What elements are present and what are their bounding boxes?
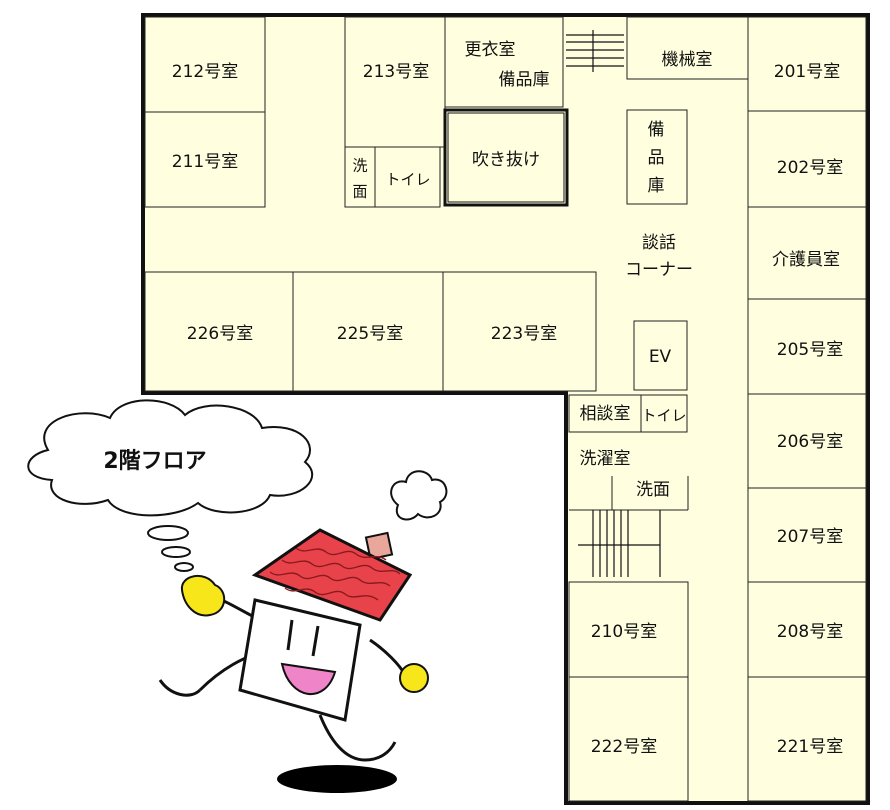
room-221: 221号室: [747, 676, 867, 802]
room-202: 202号室: [747, 110, 867, 208]
room-222: 222号室: [568, 676, 689, 802]
room-208-label: 208号室: [777, 622, 843, 642]
locker-label-1: 更衣室: [465, 40, 516, 60]
atrium: 吹き抜け: [443, 108, 569, 207]
north-stairs: [566, 30, 624, 72]
south-stairs: [578, 510, 661, 577]
caregiver-room-label: 介護員室: [772, 250, 840, 270]
locker-room: 更衣室 備品庫: [444, 16, 564, 108]
room-211-label: 211号室: [172, 152, 238, 172]
washbasin-b: 洗面: [636, 480, 670, 500]
consultation-room: 相談室: [568, 394, 642, 433]
washbasin-a-label-1: 洗: [352, 157, 367, 175]
room-207-label: 207号室: [777, 527, 843, 547]
room-226-label: 226号室: [187, 324, 253, 344]
room-206-label: 206号室: [777, 432, 843, 452]
floor-title: 2階フロア: [103, 449, 206, 474]
left-glove: [180, 575, 226, 617]
locker-label-2: 備品庫: [499, 70, 550, 90]
thought-bubble: 2階フロア: [27, 399, 313, 572]
lounge-corner: 談話 コーナー: [625, 233, 693, 280]
toilet-a: トイレ: [374, 146, 441, 208]
room-208: 208号室: [747, 581, 867, 678]
room-201: 201号室: [747, 16, 867, 112]
toilet-b-label: トイレ: [641, 407, 686, 425]
machine-room: 機械室: [626, 16, 749, 80]
roof: [251, 528, 413, 622]
laundry-room-label: 洗濯室: [580, 449, 631, 469]
roof-tiles: [269, 547, 401, 601]
atrium-label: 吹き抜け: [472, 150, 540, 170]
room-221-label: 221号室: [777, 737, 843, 757]
right-eye: [311, 625, 320, 657]
room-201-label: 201号室: [774, 62, 840, 82]
room-205: 205号室: [747, 298, 867, 395]
room-212: 212号室: [144, 16, 266, 113]
room-212-label: 212号室: [172, 62, 238, 82]
room-222-label: 222号室: [591, 737, 657, 757]
left-eye: [286, 619, 294, 651]
room-213: 213号室: [344, 16, 446, 148]
room-223: 223号室: [442, 271, 597, 392]
room-206: 206号室: [747, 393, 867, 489]
house-mascot: [158, 470, 448, 793]
toilet-a-label: トイレ: [385, 171, 430, 189]
room-210-label: 210号室: [591, 622, 657, 642]
lounge-label-2: コーナー: [625, 260, 693, 280]
consultation-room-label: 相談室: [580, 404, 631, 424]
room-213-label: 213号室: [363, 62, 429, 82]
room-211: 211号室: [144, 111, 266, 208]
lounge-label-1: 談話: [642, 233, 676, 253]
room-223-label: 223号室: [491, 324, 557, 344]
room-225: 225号室: [292, 271, 444, 392]
room-205-label: 205号室: [777, 340, 843, 360]
caregiver-room: 介護員室: [747, 206, 867, 300]
house-body: [238, 598, 362, 722]
storage-label-1: 備: [648, 120, 665, 140]
smoke-puff: [390, 470, 448, 521]
right-glove: [399, 663, 429, 693]
room-207: 207号室: [747, 487, 867, 583]
mouth: [280, 662, 337, 696]
elevator: EV: [633, 320, 688, 391]
washbasin-a: 洗 面: [344, 146, 376, 208]
room-226: 226号室: [144, 271, 294, 392]
storage-label-2: 品: [648, 148, 665, 168]
machine-room-label: 機械室: [662, 50, 713, 70]
shadow: [277, 765, 397, 793]
washbasin-b-label: 洗面: [636, 480, 670, 500]
toilet-b: トイレ: [640, 394, 688, 433]
storage-label-3: 庫: [648, 176, 665, 196]
storage-room: 備 品 庫: [626, 109, 688, 205]
room-202-label: 202号室: [777, 158, 843, 178]
washbasin-a-label-2: 面: [352, 183, 367, 201]
room-225-label: 225号室: [337, 324, 403, 344]
room-210: 210号室: [568, 581, 689, 678]
elevator-label: EV: [649, 347, 672, 367]
